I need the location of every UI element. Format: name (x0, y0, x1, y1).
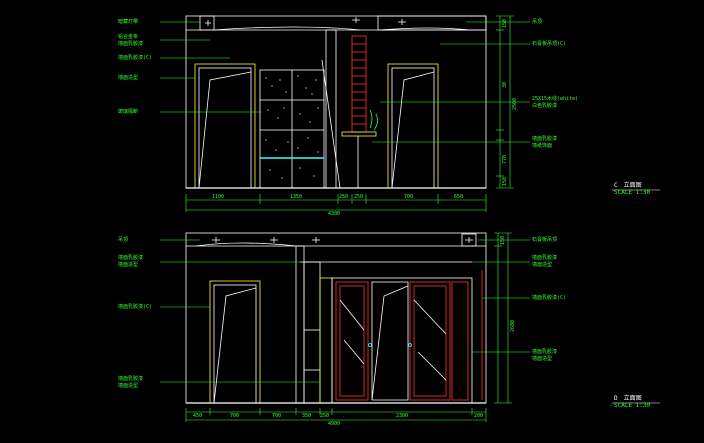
d-dim-5: 250 (320, 413, 330, 419)
d-dim-1: 450 (193, 413, 203, 419)
d-dim-2: 700 (230, 413, 240, 419)
c-callout-right-2: 石膏板吊顶(C) (532, 41, 567, 47)
d-callout-right-5: 墙面乳胶漆 (532, 349, 558, 355)
d-callout-right-3: 墙面造型 (532, 262, 553, 268)
c-callout-right-4: 白色乳胶漆 (532, 103, 558, 109)
d-dim-6: 2300 (396, 413, 409, 419)
c-dimv-2: 2500 (512, 97, 518, 110)
d-callout-left-2: 墙面乳胶漆 (118, 255, 144, 261)
elevation-c-dim-lines (160, 15, 530, 212)
d-callout-right-2: 墙面乳胶漆 (532, 255, 558, 261)
c-sheet-name: 立面图 (623, 182, 642, 189)
c-sheet-title: C 立面图 SCALE 1:30 (614, 182, 650, 196)
c-callout-right-3: 25X15木线(white) (532, 96, 579, 102)
d-dimv-2: 2600 (510, 319, 516, 332)
elevation-c-door-right (387, 63, 439, 189)
d-callout-left-5: 墙面乳胶漆 (118, 376, 144, 382)
c-dim-total: 4300 (328, 211, 341, 217)
c-dim-5: 700 (404, 194, 414, 200)
d-sheet-scale: SCALE 1:30 (614, 402, 651, 409)
c-dim-6: 650 (454, 194, 464, 200)
d-callout-right-1: 石膏板吊顶 (532, 237, 558, 243)
d-sheet-title: D 立面图 SCALE 1:30 (614, 395, 650, 409)
c-dimv-1: 150 (502, 18, 508, 28)
c-dim-3: 250 (339, 194, 349, 200)
c-callout-left-6: 玻璃隔断 (118, 109, 139, 115)
elevation-c-red-strip (351, 35, 367, 133)
elevation-d-red-panels (335, 270, 483, 401)
elevation-d (185, 232, 487, 404)
elevation-d-dim-lines (160, 232, 530, 422)
c-dim-1: 1100 (212, 194, 225, 200)
d-dimv-1: 150 (500, 235, 506, 245)
d-sheet-name: 立面图 (623, 395, 642, 402)
elevation-c (185, 15, 487, 189)
d-dim-3: 700 (272, 413, 282, 419)
c-dimv-3: 30 (502, 81, 508, 88)
d-callout-left-1: 吊顶 (118, 237, 129, 243)
c-callout-left-3: 墙面乳胶漆 (118, 41, 144, 47)
c-callout-left-5: 墙面造型 (118, 75, 139, 81)
c-dim-4: 250 (354, 194, 364, 200)
elevation-c-glass-texture (265, 75, 319, 179)
c-sheet-scale: SCALE 1:30 (614, 189, 651, 196)
elevation-d-door-left (209, 280, 261, 404)
c-callout-right-5: 墙面乳胶漆 (532, 136, 558, 142)
elevation-c-door-left (194, 63, 256, 189)
elevation-d-wardrobe (331, 277, 473, 404)
c-dimv-4: 770 (502, 154, 508, 164)
d-dim-total: 4900 (328, 421, 341, 427)
c-dim-2: 1350 (290, 194, 303, 200)
elevation-c-ceiling-lamp (199, 15, 215, 31)
c-callout-right-1: 吊顶 (532, 19, 543, 25)
d-callout-right-6: 墙面造型 (532, 356, 553, 362)
d-sheet-code: D (614, 395, 618, 402)
d-callout-left-6: 墙面造型 (118, 383, 139, 389)
d-callout-left-3: 墙面造型 (118, 262, 139, 268)
d-dim-7: 200 (474, 413, 484, 419)
c-callout-left-1: 暗藏灯带 (118, 19, 139, 25)
d-callout-right-4: 墙面乳胶漆(C) (532, 295, 567, 301)
c-callout-right-6: 墙纸饰面 (532, 143, 553, 149)
c-dimv-5: 150 (502, 176, 508, 186)
d-callout-left-4: 墙面乳胶漆(C) (118, 304, 153, 310)
c-callout-left-4: 墙面乳胶漆(C) (118, 55, 153, 61)
c-sheet-code: C (614, 182, 618, 189)
c-callout-left-2: 铝合金条 (118, 34, 139, 40)
d-dim-4: 350 (302, 413, 312, 419)
